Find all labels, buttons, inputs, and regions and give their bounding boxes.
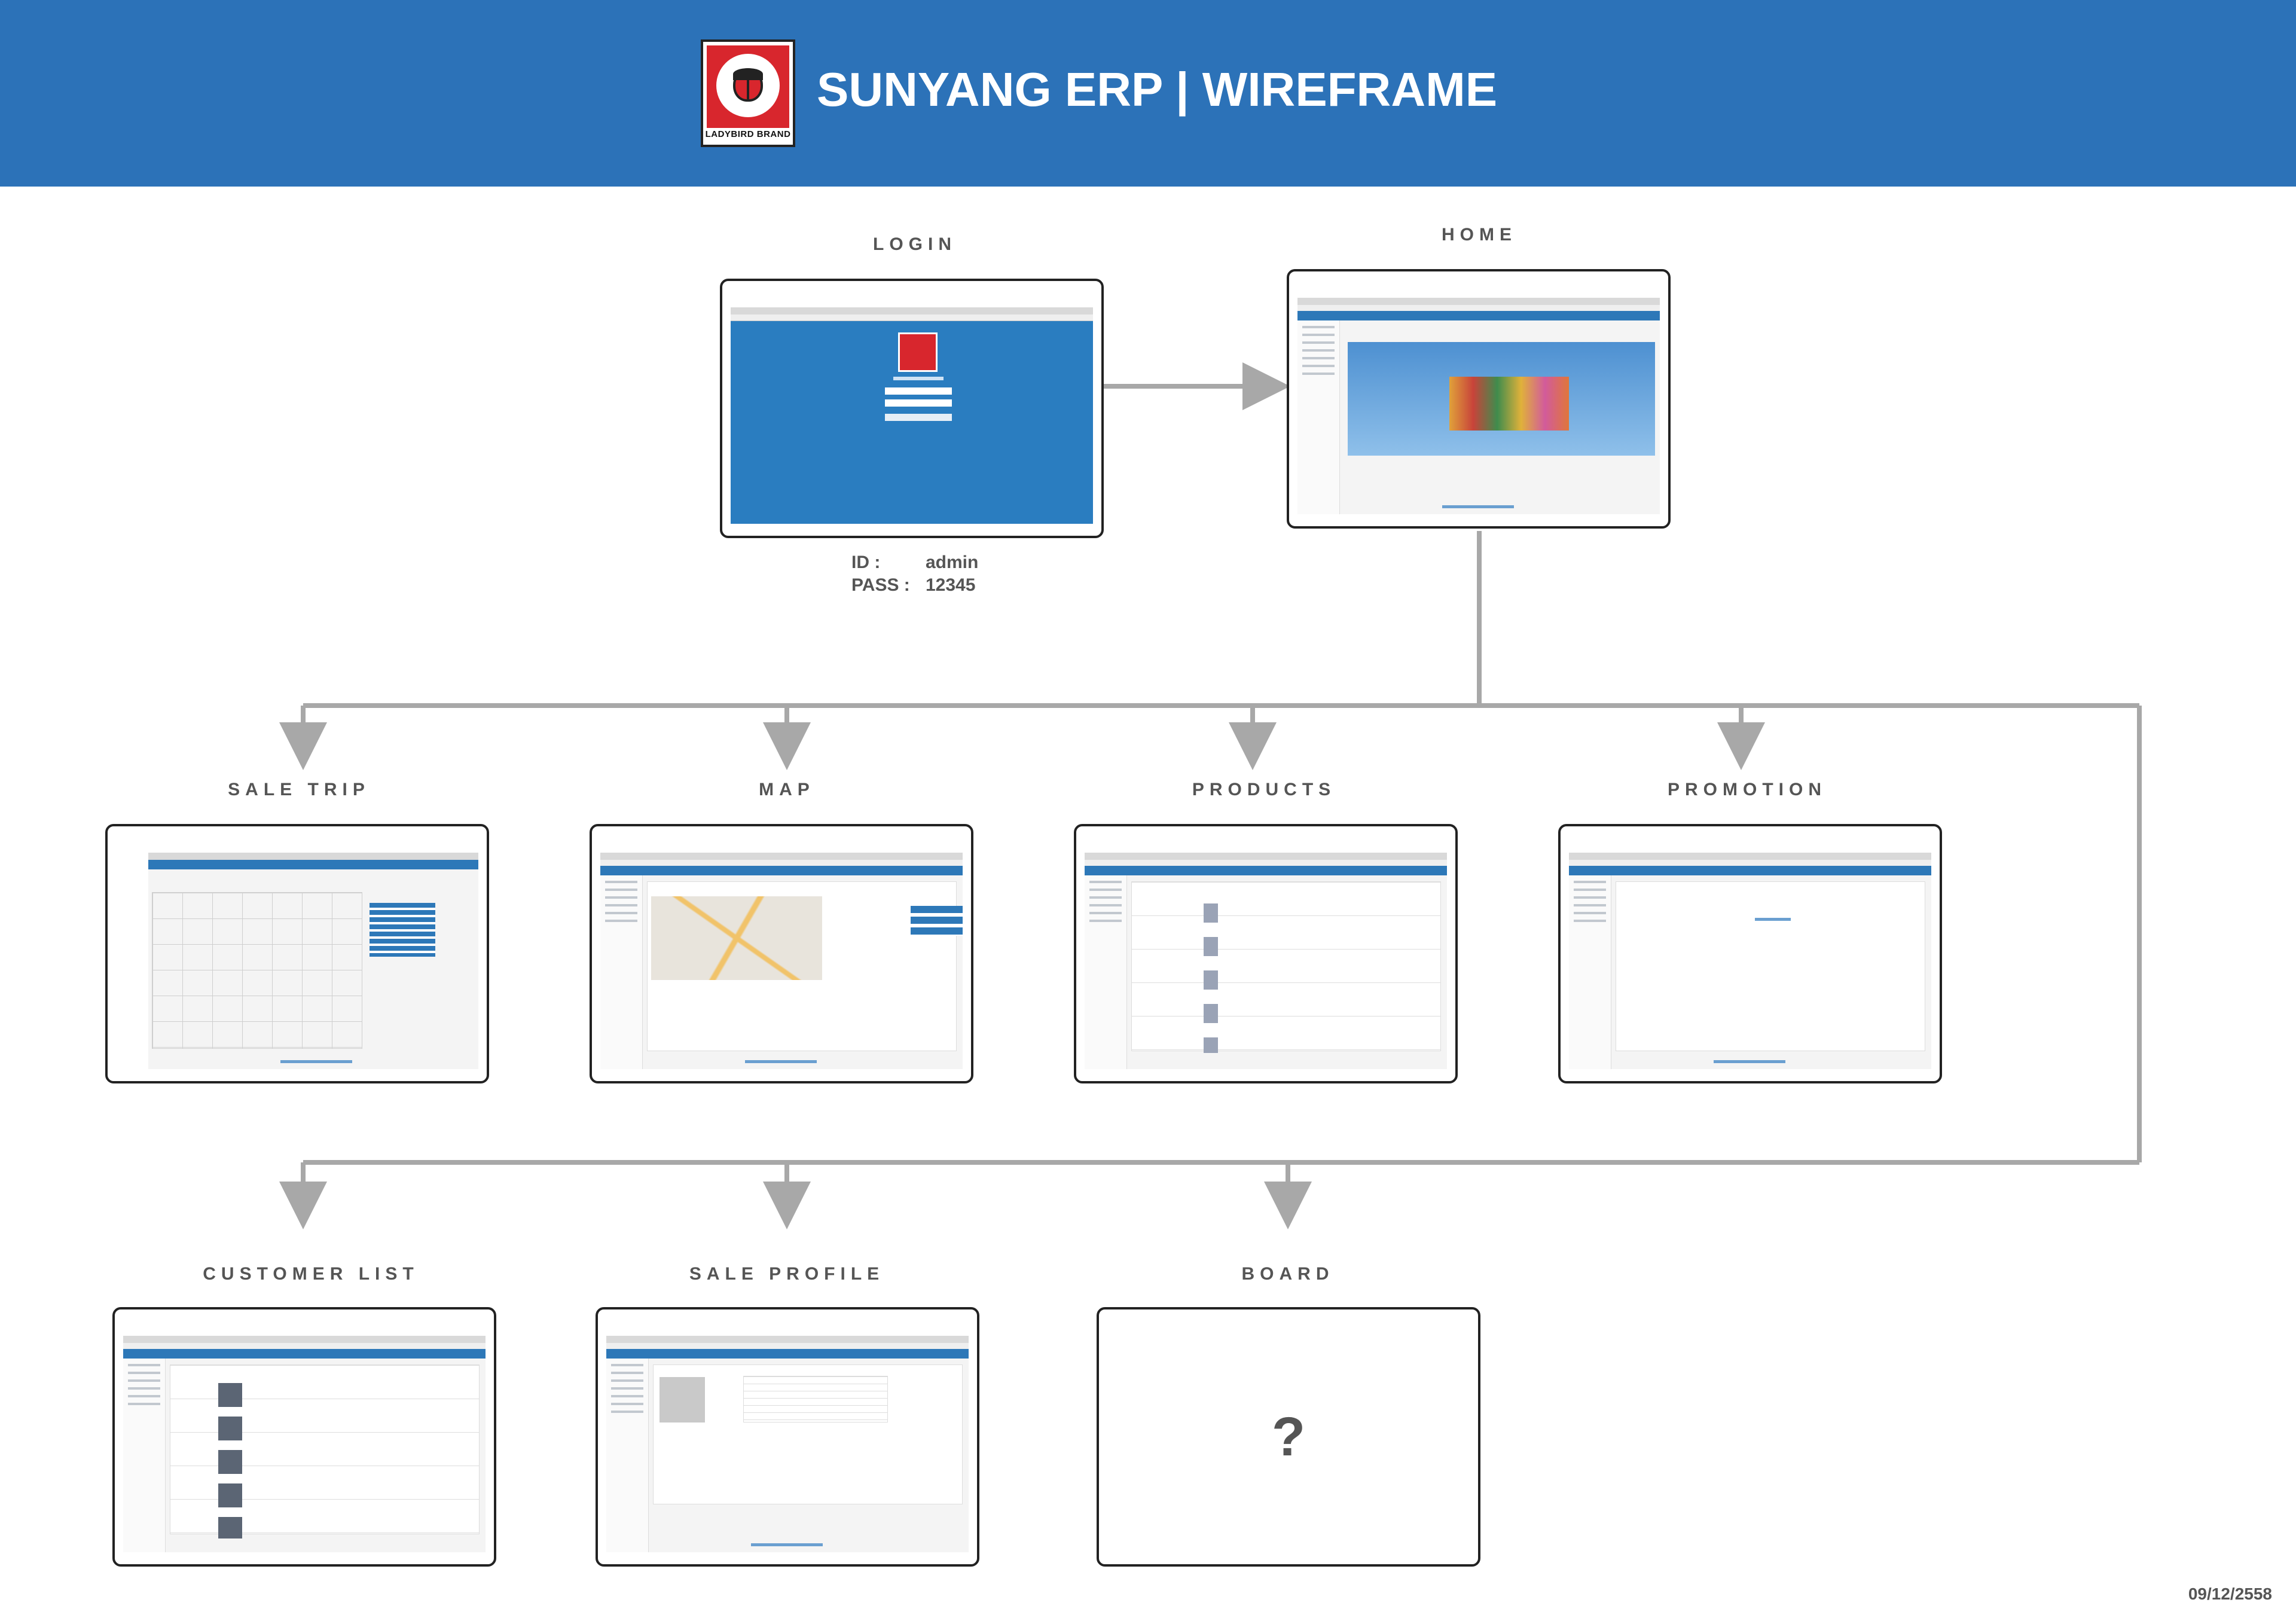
promotion-screen-frame[interactable]	[1558, 824, 1942, 1083]
browser-tabbar	[148, 853, 478, 860]
app-footer	[1442, 505, 1515, 508]
browser-tabbar	[1297, 298, 1660, 305]
map-action-buttons	[911, 906, 963, 936]
profile-detail-table	[743, 1376, 888, 1422]
browser-tabbar	[606, 1336, 969, 1343]
sale-trip-label: SALE TRIP	[228, 780, 370, 799]
app-footer	[280, 1060, 352, 1063]
ladybird-logo: LADYBIRD BRAND	[701, 39, 795, 147]
promotion-screenshot	[1569, 853, 1931, 1069]
app-header-bar	[1085, 866, 1447, 875]
map-panel	[647, 881, 963, 1051]
profile-photo-placeholder	[660, 1377, 705, 1422]
map-label: MAP	[759, 780, 815, 799]
app-sidebar	[1297, 320, 1340, 514]
browser-tabbar	[1569, 853, 1931, 860]
promotion-panel	[1616, 881, 1925, 1051]
id-value: admin	[926, 552, 979, 572]
customer-list-label: CUSTOMER LIST	[203, 1264, 419, 1284]
home-screenshot	[1297, 298, 1660, 514]
login-brand-text	[893, 377, 944, 380]
browser-urlbar	[731, 315, 1093, 321]
products-table	[1131, 881, 1441, 1053]
customer-list-screen-frame[interactable]	[112, 1307, 496, 1567]
pass-value: 12345	[926, 575, 976, 595]
home-banner-image	[1348, 342, 1655, 456]
header-banner: LADYBIRD BRAND SUNYANG ERP | WIREFRAME	[0, 0, 2296, 187]
sale-profile-screenshot	[606, 1336, 969, 1552]
browser-tabbar	[731, 307, 1093, 315]
products-label: PRODUCTS	[1192, 780, 1336, 799]
app-sidebar	[600, 875, 643, 1069]
app-header-bar	[600, 866, 963, 875]
board-screen-frame[interactable]: ?	[1097, 1307, 1480, 1567]
promotion-label: PROMOTION	[1668, 780, 1827, 799]
login-username-field	[885, 387, 952, 395]
login-submit-button	[885, 414, 952, 421]
app-sidebar	[1569, 875, 1611, 1069]
sale-trip-screen-frame[interactable]	[105, 824, 489, 1083]
map-screenshot	[600, 853, 963, 1069]
customer-table	[170, 1364, 480, 1538]
map-screen-frame[interactable]	[590, 824, 973, 1083]
app-header-bar	[148, 860, 478, 869]
login-label: LOGIN	[873, 234, 957, 254]
board-label: BOARD	[1241, 1264, 1335, 1284]
login-logo-icon	[898, 332, 938, 372]
app-header-bar	[123, 1349, 486, 1359]
login-screen-frame[interactable]	[720, 279, 1104, 538]
products-screenshot	[1085, 853, 1447, 1069]
browser-tabbar	[123, 1336, 486, 1343]
app-sidebar	[606, 1359, 649, 1552]
app-footer	[745, 1060, 817, 1063]
product-pack-image	[1449, 377, 1569, 431]
date-stamp: 09/12/2558	[2188, 1585, 2272, 1603]
sale-trip-screenshot	[148, 853, 478, 1069]
login-password-field	[885, 399, 952, 407]
app-footer	[1714, 1060, 1786, 1063]
id-label: ID :	[851, 552, 881, 572]
sale-profile-screen-frame[interactable]	[596, 1307, 979, 1567]
login-screenshot	[731, 307, 1093, 524]
browser-tabbar	[1085, 853, 1447, 860]
google-map-image	[651, 896, 822, 980]
app-header-bar	[606, 1349, 969, 1359]
home-screen-frame[interactable]	[1287, 269, 1671, 529]
app-header-bar	[1569, 866, 1931, 875]
app-sidebar	[1085, 875, 1127, 1069]
customer-list-screenshot	[123, 1336, 486, 1552]
calendar-grid	[152, 892, 362, 1049]
board-placeholder: ?	[1271, 1406, 1306, 1467]
product-thumbnails	[1204, 903, 1218, 1053]
products-screen-frame[interactable]	[1074, 824, 1458, 1083]
pass-label: PASS :	[851, 575, 910, 595]
page-title: SUNYANG ERP | WIREFRAME	[817, 63, 1498, 116]
logo-red-square	[707, 45, 789, 128]
browser-tabbar	[600, 853, 963, 860]
profile-panel	[653, 1364, 963, 1504]
app-footer	[751, 1543, 823, 1546]
customer-photos	[218, 1383, 242, 1538]
coming-soon-text	[1755, 918, 1791, 921]
home-label: HOME	[1442, 225, 1517, 245]
calendar-event-list	[370, 903, 435, 957]
app-sidebar	[123, 1359, 166, 1552]
ladybug-icon	[733, 68, 763, 102]
app-header-bar	[1297, 311, 1660, 320]
logo-caption: LADYBIRD BRAND	[705, 129, 791, 139]
logo-circle	[716, 54, 780, 117]
sale-profile-label: SALE PROFILE	[689, 1264, 885, 1284]
